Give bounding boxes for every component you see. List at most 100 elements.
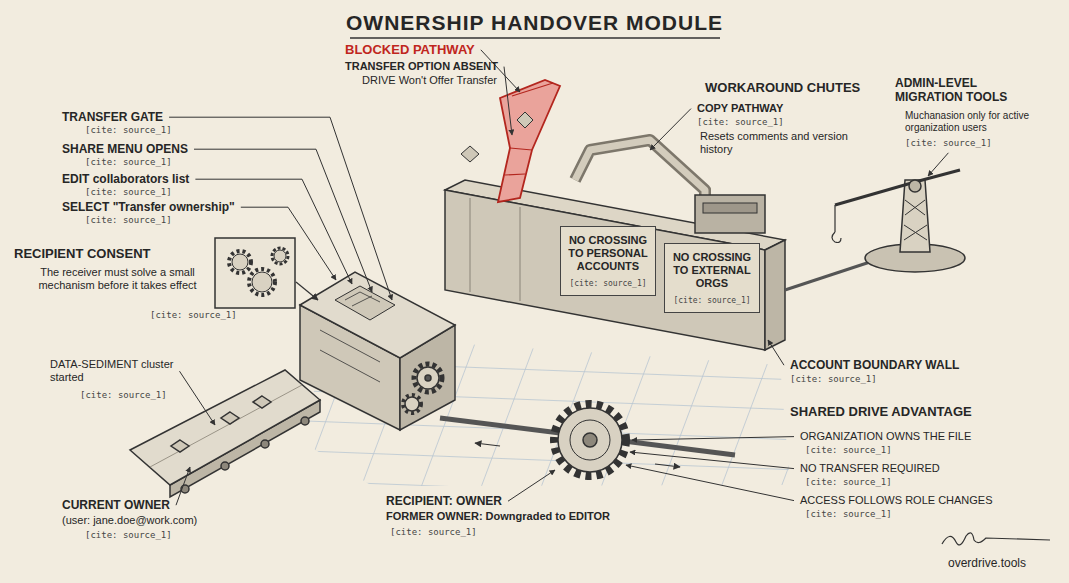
citation: [cite: source_1] xyxy=(390,527,477,538)
copy-chute-part xyxy=(703,203,757,213)
wall-sign-panel: NO CROSSING TO EXTERNAL ORGS [cite: sourc… xyxy=(664,243,760,313)
transfer-gate-machine-part xyxy=(417,367,439,389)
callout-label: TRANSFER GATE xyxy=(62,110,163,124)
citation: [cite: source_1] xyxy=(805,445,892,456)
wall-sign-panel: NO CROSSING TO PERSONAL ACCOUNTS [cite: s… xyxy=(560,226,656,296)
note: DRIVE Won't Offer Transfer xyxy=(362,74,497,87)
note: DATA-SEDIMENT cluster started xyxy=(50,358,180,384)
consent-box-part xyxy=(274,250,286,262)
note: (user: jane.doe@work.com) xyxy=(62,514,197,527)
leader-line xyxy=(180,371,216,425)
transfer-gate-machine-part xyxy=(335,286,395,320)
blocked-chute xyxy=(461,80,560,202)
boundary-wall-part xyxy=(445,190,765,350)
transfer-gate-machine-part xyxy=(425,375,431,381)
callout-label: SELECT "Transfer ownership" xyxy=(62,200,235,214)
consent-box-part xyxy=(215,238,295,308)
conveyor-belt-part xyxy=(301,417,309,425)
section-heading: RECIPIENT CONSENT xyxy=(14,246,151,262)
transfer-gate-machine-part xyxy=(320,330,380,382)
migration-crane-part xyxy=(904,200,927,240)
note: TRANSFER OPTION ABSENT xyxy=(345,60,498,73)
transfer-gate-machine-part xyxy=(405,397,419,411)
leader-line xyxy=(632,437,794,440)
conveyor-belt-part xyxy=(150,385,302,467)
callout-label: NO TRANSFER REQUIRED xyxy=(800,462,940,475)
citation: [cite: source_1] xyxy=(85,530,172,541)
conveyor-belt-part xyxy=(221,412,239,424)
consent-box-part xyxy=(296,282,318,300)
transfer-gate-machine xyxy=(300,272,455,430)
drive-shaft-gear-part xyxy=(583,433,597,447)
citation: [cite: source_1] xyxy=(805,509,892,520)
callout-label: ORGANIZATION OWNS THE FILE xyxy=(800,430,971,443)
drive-shaft-gear-part xyxy=(570,420,610,460)
citation: [cite: source_1] xyxy=(805,477,892,488)
watermark: overdrive.tools xyxy=(948,556,1026,570)
conveyor-belt-part xyxy=(171,440,189,452)
sign-text: NO CROSSING TO PERSONAL ACCOUNTS xyxy=(565,234,651,274)
consent-box-part xyxy=(249,269,275,295)
leader-line xyxy=(626,465,794,501)
copy-chute-part xyxy=(695,195,765,233)
section-heading: ADMIN-LEVEL MIGRATION TOOLS xyxy=(895,76,1030,105)
copy-chute xyxy=(575,140,765,233)
section-heading: WORKAROUND CHUTES xyxy=(705,80,860,96)
migration-crane-part xyxy=(900,180,930,252)
migration-crane-part xyxy=(832,205,841,243)
transfer-gate-machine-part xyxy=(345,292,380,306)
note: The receiver must solve a small mechanis… xyxy=(30,266,205,292)
note: FORMER OWNER: Downgraded to EDITOR xyxy=(386,510,610,523)
diagram-title: OWNERSHIP HANDOVER MODULE xyxy=(0,10,1069,35)
callout-label: CURRENT OWNER xyxy=(62,498,170,512)
signature xyxy=(942,533,1050,545)
boundary-wall-part xyxy=(470,198,520,301)
callout-label: SHARE MENU OPENS xyxy=(62,142,188,156)
blocked-chute-part xyxy=(461,146,479,162)
leader-line xyxy=(650,109,691,150)
citation: [cite: source_1] xyxy=(150,310,237,321)
conveyor-belt-part xyxy=(221,462,229,470)
leader-line xyxy=(194,149,372,292)
consent-box-part xyxy=(229,251,251,273)
section-heading: SHARED DRIVE ADVANTAGE xyxy=(790,404,972,420)
citation: [cite: source_1] xyxy=(905,138,992,149)
transfer-gate-machine-part xyxy=(300,272,455,358)
citation: [cite: source_1] xyxy=(85,125,172,136)
transfer-gate-machine-part xyxy=(403,395,421,413)
leader-line xyxy=(508,470,555,501)
note: Resets comments and version history xyxy=(700,130,850,156)
callout-label: ACCOUNT BOUNDARY WALL xyxy=(790,358,959,372)
conveyor-belt-part xyxy=(253,396,271,408)
migration-crane-part xyxy=(909,180,921,192)
blocked-chute-part xyxy=(517,112,533,128)
migration-crane-part xyxy=(835,170,960,205)
leader-line xyxy=(241,207,336,280)
citation: [cite: source_1] xyxy=(85,215,172,226)
title-underline xyxy=(350,37,720,39)
callout-label: RECIPIENT: OWNER xyxy=(386,494,502,508)
drive-shaft-gear-part xyxy=(558,408,622,472)
leader-line xyxy=(176,467,190,505)
copy-chute-part xyxy=(575,140,705,200)
migration-crane-part xyxy=(785,262,870,290)
consent-box-part xyxy=(252,272,272,292)
copy-chute-part xyxy=(575,140,705,200)
conveyor-belt xyxy=(130,370,320,497)
signature-part xyxy=(942,533,1050,545)
leader-line xyxy=(504,67,512,135)
callout-label: EDIT collaborators list xyxy=(62,172,189,186)
citation: [cite: source_1] xyxy=(85,157,172,168)
drive-shaft-gear-part xyxy=(554,404,626,476)
boundary-wall-part xyxy=(765,240,785,350)
blocked-chute-part xyxy=(505,83,553,175)
citation: [cite: source_1] xyxy=(85,187,172,198)
sign-text: NO CROSSING TO EXTERNAL ORGS xyxy=(669,251,755,291)
citation: [cite: source_1] xyxy=(669,296,755,306)
callout-label: COPY PATHWAY xyxy=(697,102,783,115)
leader-line xyxy=(195,179,352,284)
consent-box-part xyxy=(272,248,288,264)
leader-line xyxy=(630,452,794,469)
citation: [cite: source_1] xyxy=(565,279,651,289)
